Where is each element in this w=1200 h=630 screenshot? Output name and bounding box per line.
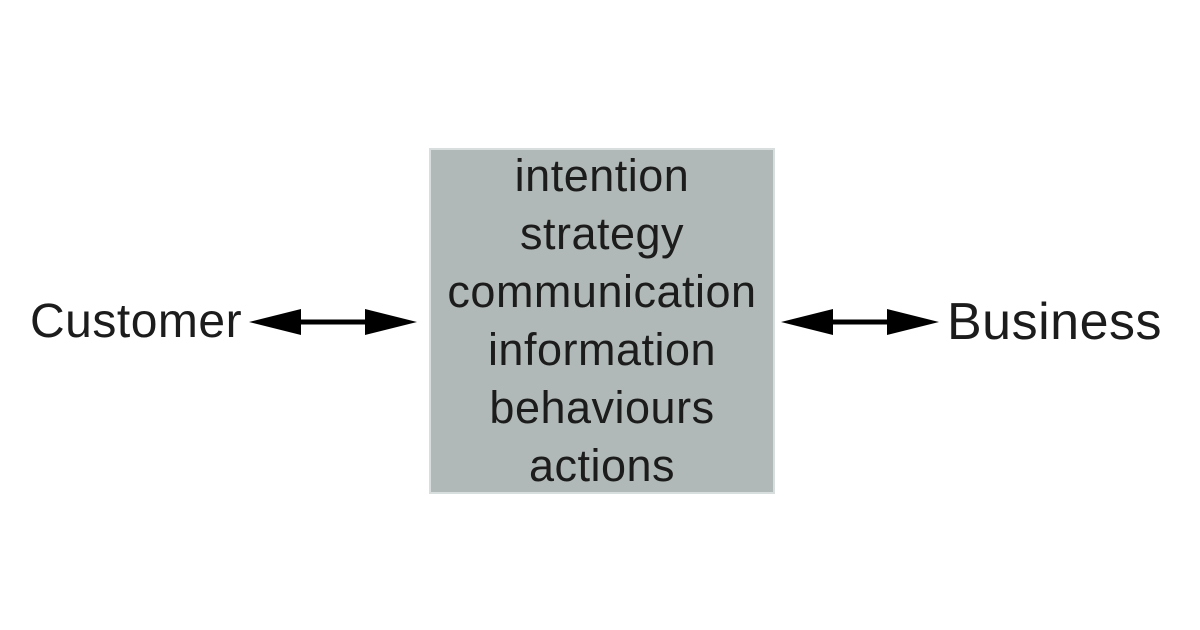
left-double-arrow-icon (248, 306, 418, 338)
box-item-behaviours: behaviours (489, 382, 715, 433)
box-item-strategy: strategy (519, 208, 685, 259)
box-item-actions: actions (528, 440, 676, 491)
right-double-arrow-icon (780, 306, 940, 338)
box-item-intention: intention (514, 150, 690, 201)
box-item-information: information (487, 324, 717, 375)
customer-label: Customer (30, 295, 243, 348)
business-label: Business (947, 293, 1162, 351)
box-item-communication: communication (447, 266, 757, 317)
exchange-box: intention strategy communication informa… (429, 148, 775, 494)
